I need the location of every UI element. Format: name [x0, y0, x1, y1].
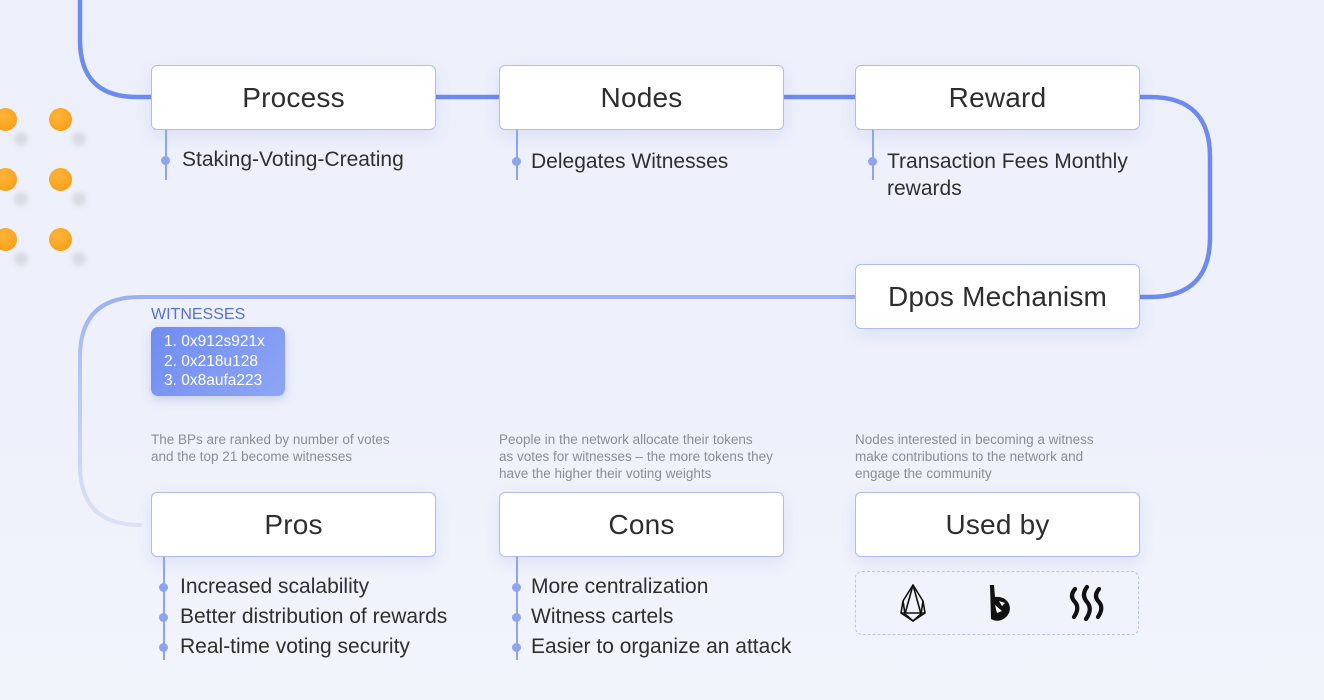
decor-dot	[49, 228, 72, 251]
decor-dot	[0, 168, 17, 191]
note-line: make contributions to the network and	[855, 449, 1084, 464]
pros-item: Better distribution of rewards	[180, 605, 448, 628]
pros-bullet	[159, 643, 168, 652]
note-line: People in the network allocate their tok…	[499, 432, 753, 447]
node-nodes: Nodes	[499, 65, 784, 130]
detail-connector	[872, 130, 874, 180]
used-by-note: Nodes interested in becoming a witness m…	[855, 431, 1094, 482]
decor-dot	[0, 108, 17, 131]
note-line: The BPs are ranked by number of votes	[151, 432, 390, 447]
used-by-logos	[855, 571, 1139, 635]
witness-item: 2. 0x218u128	[164, 352, 258, 370]
detail-connector	[516, 130, 518, 180]
decor-dot-shadow	[72, 252, 86, 266]
node-nodes-label: Nodes	[600, 81, 683, 113]
node-reward: Reward	[855, 65, 1140, 130]
eos-icon	[900, 584, 926, 622]
decor-dot-shadow	[14, 252, 28, 266]
node-pros-label: Pros	[264, 508, 323, 540]
detail-bullet	[161, 156, 170, 165]
pros-connector	[163, 557, 165, 660]
reward-detail-line1: Transaction Fees Monthly	[887, 150, 1128, 173]
node-process-label: Process	[242, 81, 345, 113]
detail-connector	[165, 130, 167, 180]
cons-note: People in the network allocate their tok…	[499, 431, 773, 482]
node-dpos-mechanism: Dpos Mechanism	[855, 264, 1140, 329]
cons-connector	[516, 557, 518, 660]
detail-bullet	[512, 157, 521, 166]
node-used-by: Used by	[855, 492, 1140, 557]
cons-item: Easier to organize an attack	[531, 635, 792, 658]
decor-dot-shadow	[72, 192, 86, 206]
detail-bullet	[868, 157, 877, 166]
note-line: and the top 21 become witnesses	[151, 449, 353, 464]
note-line: have the higher their voting weights	[499, 466, 712, 481]
pros-bullet	[159, 613, 168, 622]
process-detail: Staking-Voting-Creating	[182, 148, 404, 171]
node-cons-label: Cons	[608, 508, 675, 540]
decor-dot	[49, 168, 72, 191]
cons-bullet	[512, 613, 521, 622]
note-line: engage the community	[855, 466, 992, 481]
nodes-detail: Delegates Witnesses	[531, 150, 729, 173]
decor-dot	[49, 108, 72, 131]
witnesses-list: 1. 0x912s921x 2. 0x218u128 3. 0x8aufa223	[151, 327, 285, 396]
node-used-by-label: Used by	[945, 508, 1050, 540]
cons-bullet	[512, 583, 521, 592]
cons-bullet	[512, 643, 521, 652]
decor-dot-shadow	[14, 192, 28, 206]
node-reward-label: Reward	[948, 81, 1047, 113]
node-cons: Cons	[499, 492, 784, 557]
node-process: Process	[151, 65, 436, 130]
decor-dot-shadow	[72, 132, 86, 146]
decor-dot-shadow	[14, 132, 28, 146]
witness-item: 3. 0x8aufa223	[164, 372, 263, 389]
pros-item: Increased scalability	[180, 575, 370, 598]
steem-icon	[1069, 584, 1104, 622]
decor-dot	[0, 228, 17, 251]
bitshares-icon	[990, 585, 1010, 621]
witness-item: 1. 0x912s921x	[164, 333, 265, 350]
witnesses-label: WITNESSES	[151, 306, 246, 323]
cons-item: Witness cartels	[531, 605, 674, 628]
pros-item: Real-time voting security	[180, 635, 410, 658]
node-pros: Pros	[151, 492, 436, 557]
node-dpos-label: Dpos Mechanism	[887, 280, 1108, 312]
note-line: Nodes interested in becoming a witness	[855, 432, 1094, 447]
cons-item: More centralization	[531, 575, 709, 598]
note-line: as votes for witnesses – the more tokens…	[499, 449, 773, 464]
pros-note: The BPs are ranked by number of votes an…	[151, 431, 390, 465]
pros-bullet	[159, 583, 168, 592]
reward-detail-line2: rewards	[887, 177, 962, 200]
